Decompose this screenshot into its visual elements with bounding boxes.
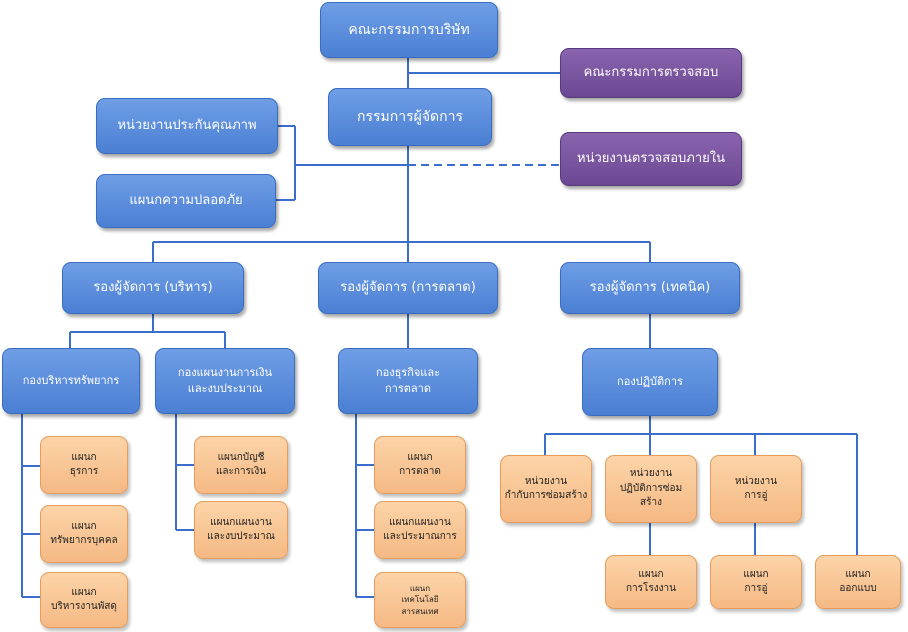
operations-division-box: กองปฏิบัติการ xyxy=(582,348,718,416)
unit-repair-construction-control-box: หน่วยงาน กำกับการซ่อมสร้าง xyxy=(500,455,592,523)
quality-assurance-box: หน่วยงานประกันคุณภาพ xyxy=(96,98,278,154)
managing-director-box: กรรมการผู้จัดการ xyxy=(328,88,492,146)
dept-planning-budget-box: แผนกแผนงาน และงบประมาณ xyxy=(194,501,288,559)
internal-audit-box: หน่วยงานตรวจสอบภายใน xyxy=(560,132,742,186)
dept-marketing-planning-box: แผนกแผนงาน และประมาณการ xyxy=(374,501,466,559)
board-of-directors-box: คณะกรรมการบริษัท xyxy=(320,2,498,58)
dept-supplies-box: แผนก บริหารงานพัสดุ xyxy=(40,572,128,628)
unit-repair-construction-ops-box: หน่วยงาน ปฏิบัติการซ่อม สร้าง xyxy=(605,455,697,523)
dept-general-admin-box: แผนก ธุรการ xyxy=(40,436,128,494)
dept-marketing-box: แผนก การตลาด xyxy=(374,436,466,494)
dept-dockyard-box: แผนก การอู่ xyxy=(710,555,802,609)
audit-committee-box: คณะกรรมการตรวจสอบ xyxy=(560,48,742,98)
safety-dept-box: แผนกความปลอดภัย xyxy=(96,174,276,228)
unit-dockyard-box: หน่วยงาน การอู่ xyxy=(710,455,802,523)
resource-admin-division-box: กองบริหารทรัพยากร xyxy=(2,348,140,414)
vp-admin-box: รองผู้จัดการ (บริหาร) xyxy=(62,262,244,314)
dept-factory-box: แผนก การโรงงาน xyxy=(605,555,697,609)
dept-design-box: แผนก ออกแบบ xyxy=(815,555,901,609)
business-marketing-division-box: กองธุรกิจและ การตลาด xyxy=(338,348,478,414)
finance-planning-division-box: กองแผนงานการเงิน และงบประมาณ xyxy=(155,348,295,414)
dept-human-resources-box: แผนก ทรัพยากรบุคคล xyxy=(40,505,128,563)
dept-accounting-finance-box: แผนกบัญชี และการเงิน xyxy=(194,436,288,494)
vp-technical-box: รองผู้จัดการ (เทคนิค) xyxy=(560,262,740,314)
dept-information-technology-box: แผนก เทคโนโลยี สารสนเทศ xyxy=(374,572,466,628)
vp-marketing-box: รองผู้จัดการ (การตลาด) xyxy=(318,262,498,314)
